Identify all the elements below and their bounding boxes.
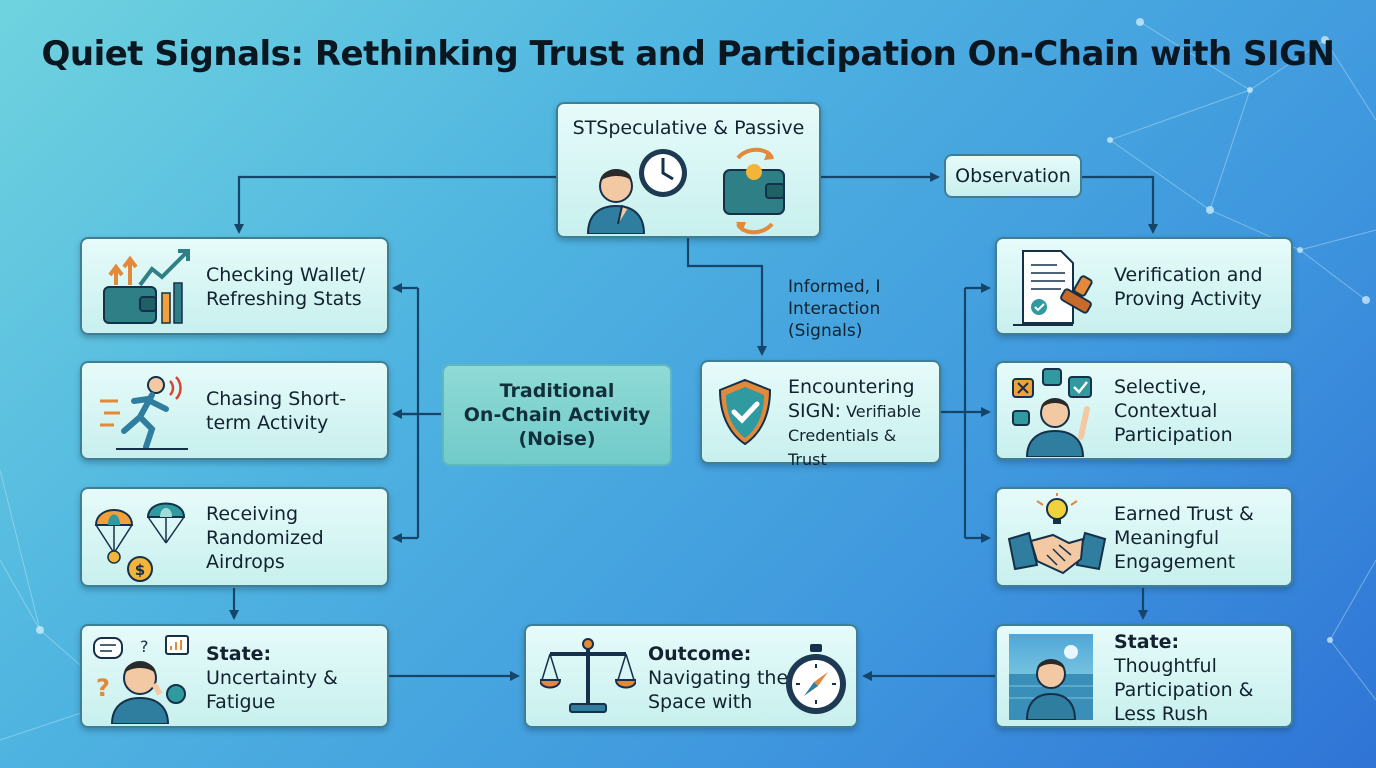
arrow-top-to-sign <box>688 238 762 354</box>
wallet-growth-chart-icon <box>100 247 192 327</box>
state-thoughtful-line3: Less Rush <box>1114 702 1253 726</box>
node-earned-trust-line1: Earned Trust & <box>1114 502 1254 526</box>
state-thoughtful-line1: Thoughtful <box>1114 654 1253 678</box>
svg-text:?: ? <box>140 637 149 656</box>
top-node-label: STSpeculative & Passive <box>558 116 819 140</box>
node-checking-wallet: Checking Wallet/ Refreshing Stats <box>80 237 389 335</box>
node-checking-wallet-line2: Refreshing Stats <box>206 287 365 311</box>
shield-check-icon <box>714 376 776 448</box>
node-verification: Verification and Proving Activity <box>995 237 1293 335</box>
compass-icon <box>782 644 850 716</box>
sign-node-line1: Encountering <box>788 375 939 399</box>
confused-person-icon: ? ? <box>90 632 194 724</box>
svg-text:$: $ <box>135 561 145 579</box>
node-verification-line2: Proving Activity <box>1114 287 1263 311</box>
calm-person-icon <box>1009 634 1093 720</box>
outcome-heading: Outcome: <box>648 642 788 666</box>
node-state-thoughtful: State: Thoughtful Participation & Less R… <box>995 624 1293 728</box>
outcome-line2: Space with <box>648 690 788 714</box>
connector-label-line3: (Signals) <box>788 320 908 342</box>
sign-node-line3: Credentials & Trust <box>788 424 939 472</box>
person-choices-icon <box>1009 367 1105 457</box>
observation-node: Observation <box>944 154 1082 198</box>
handshake-idea-icon <box>1007 493 1107 583</box>
wallet-cycle-icon <box>718 144 792 236</box>
balance-scale-icon <box>540 636 636 718</box>
state-uncertainty-heading: State: <box>206 642 338 666</box>
node-selective-line3: Participation <box>1114 423 1233 447</box>
node-selective-line1: Selective, <box>1114 375 1233 399</box>
state-uncertainty-line2: Fatigue <box>206 690 338 714</box>
node-earned-trust-line2: Meaningful <box>1114 526 1254 550</box>
top-node-speculative: STSpeculative & Passive <box>556 102 821 238</box>
svg-text:?: ? <box>96 674 110 702</box>
node-encountering-sign: Encountering SIGN: Verifiable Credential… <box>700 360 941 464</box>
arrow-observation-to-verification <box>1082 177 1153 232</box>
page-title: Quiet Signals: Rethinking Trust and Part… <box>0 34 1376 74</box>
sign-node-verifiable: Verifiable <box>841 402 921 421</box>
node-selective-line2: Contextual <box>1114 399 1233 423</box>
node-selective-participation: Selective, Contextual Participation <box>995 361 1293 460</box>
arrow-top-to-left <box>239 177 556 232</box>
outcome-line1: Navigating the <box>648 666 788 690</box>
state-thoughtful-heading: State: <box>1114 630 1253 654</box>
running-person-icon <box>96 371 192 453</box>
sign-node-sign-word: SIGN: <box>788 400 841 422</box>
center-node-line1: Traditional <box>464 379 650 403</box>
node-earned-trust: Earned Trust & Meaningful Engagement <box>995 487 1293 587</box>
node-chasing-activity: Chasing Short- term Activity <box>80 361 389 460</box>
node-checking-wallet-line1: Checking Wallet/ <box>206 263 365 287</box>
node-airdrops-line3: Airdrops <box>206 550 324 574</box>
document-stamp-icon <box>1011 247 1097 329</box>
node-verification-line1: Verification and <box>1114 263 1263 287</box>
center-node-line3: (Noise) <box>464 427 650 451</box>
center-node-traditional: Traditional On-Chain Activity (Noise) <box>442 364 672 466</box>
node-earned-trust-line3: Engagement <box>1114 550 1254 574</box>
connector-label-line2: Interaction <box>788 298 908 320</box>
connector-label-line1: Informed, I <box>788 276 908 298</box>
clock-icon <box>636 146 690 200</box>
node-chasing-activity-line2: term Activity <box>206 411 346 435</box>
state-thoughtful-line2: Participation & <box>1114 678 1253 702</box>
node-airdrops: $ Receiving Randomized Airdrops <box>80 487 389 587</box>
node-state-uncertainty: ? ? State: Uncertainty & Fatigue <box>80 624 389 728</box>
connector-label-signals: Informed, I Interaction (Signals) <box>788 276 908 342</box>
node-airdrops-line1: Receiving <box>206 502 324 526</box>
node-outcome: Outcome: Navigating the Space with <box>524 624 858 728</box>
node-airdrops-line2: Randomized <box>206 526 324 550</box>
parachute-airdrop-icon: $ <box>92 495 192 583</box>
node-chasing-activity-line1: Chasing Short- <box>206 387 346 411</box>
state-uncertainty-line1: Uncertainty & <box>206 666 338 690</box>
center-node-line2: On-Chain Activity <box>464 403 650 427</box>
